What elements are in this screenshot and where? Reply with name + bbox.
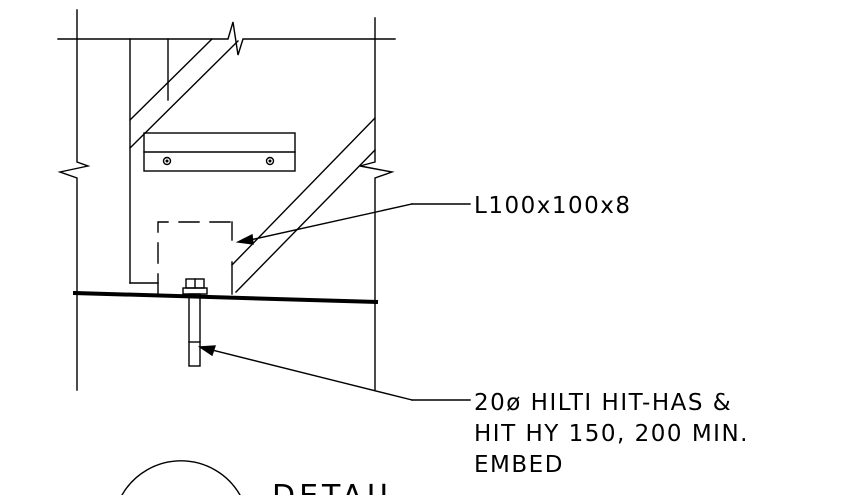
plate-bolt-right-dot [268,159,272,163]
angle-section [157,221,233,295]
lower-brace-edge-b [235,149,376,293]
plate-bolt-right [265,156,275,166]
detail-bubble [121,460,241,495]
upper-brace-edge-b [129,40,239,149]
anchor-callout-line-3: EMBED [474,452,564,478]
plate-bolt-left [162,156,172,166]
anchor-washer [182,287,208,295]
anchor-callout-line-2: HIT HY 150, 200 MIN. [474,421,749,447]
angle-leader-diagonal [249,203,413,241]
angle-hidden-outline [157,221,233,295]
plate-bolt-left-dot [165,159,169,163]
drawing-linework [57,9,471,495]
angle-leader-arrow [235,233,254,245]
anchor-bolt [182,278,208,367]
upper-brace-edge-a [129,38,213,121]
angle-callout-text: L100x100x8 [474,193,631,219]
anchor-callout-line-1: 20ø HILTI HIT-HAS & [474,390,732,416]
lower-brace-edge-a [231,117,376,266]
anchor-rod [188,293,201,367]
right-column-edge [359,17,395,391]
top-section-line [57,21,396,56]
slab-top-line [72,290,379,305]
anchor-leader-arrow [197,345,216,357]
anchor-leader-diagonal [211,349,413,401]
detail-title: DETAIL [272,479,400,495]
left-column-edge [57,9,91,391]
